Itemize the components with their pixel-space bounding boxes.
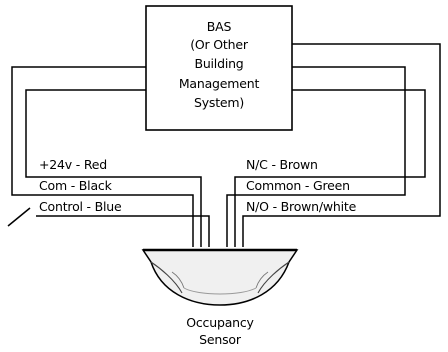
wire-green bbox=[226, 66, 406, 247]
wire-blue bbox=[36, 215, 210, 247]
wire-brown bbox=[234, 89, 426, 247]
wire-blue-open-end bbox=[7, 207, 31, 227]
bas-box bbox=[145, 5, 293, 131]
bas-label-line-3: Building bbox=[194, 56, 244, 71]
wire-label-black: Com - Black bbox=[39, 178, 112, 193]
bas-label-line-5: System) bbox=[193, 95, 245, 110]
sensor-label-line-1: Occupancy bbox=[186, 315, 254, 330]
sensor-label-line-2: Sensor bbox=[199, 332, 241, 347]
bas-label-line-1: BAS bbox=[206, 19, 232, 34]
wire-red bbox=[11, 66, 194, 247]
occupancy-sensor-icon bbox=[141, 248, 299, 306]
bas-label-line-4: Management bbox=[178, 76, 260, 91]
wire-label-brown-white: N/O - Brown/white bbox=[246, 199, 357, 214]
wire-label-brown: N/C - Brown bbox=[246, 157, 318, 172]
bas-label-line-2: (Or Other bbox=[190, 37, 248, 52]
wire-brown-white bbox=[242, 43, 441, 247]
wire-label-blue: Control - Blue bbox=[39, 199, 122, 214]
wire-label-red: +24v - Red bbox=[39, 157, 107, 172]
wire-label-green: Common - Green bbox=[246, 178, 350, 193]
wire-black bbox=[25, 89, 202, 247]
